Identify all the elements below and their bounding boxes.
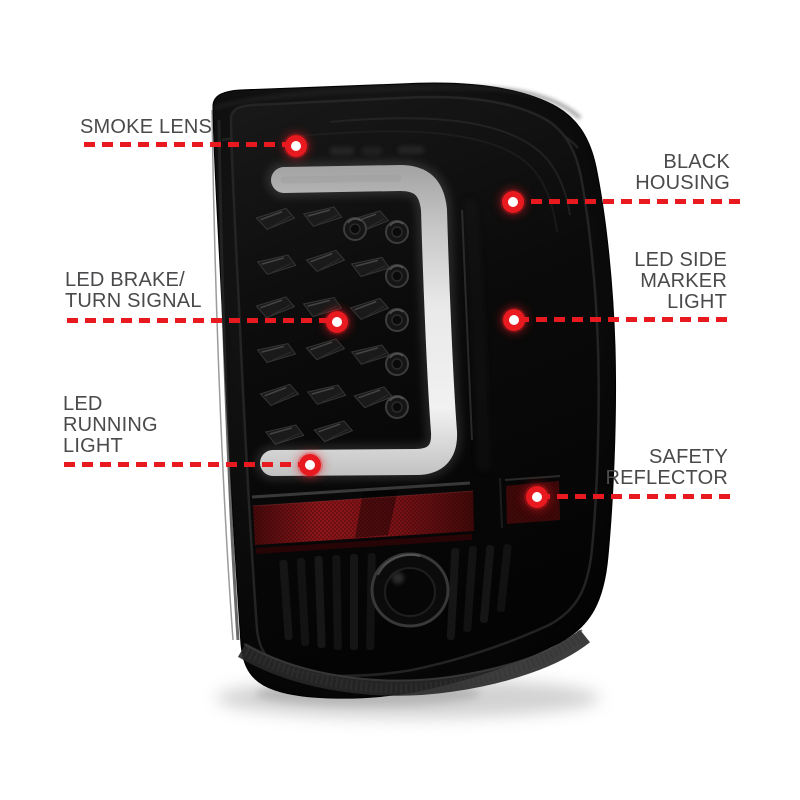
callout-text-line: LIGHT bbox=[63, 435, 123, 457]
callout-dot-smoke-lens bbox=[285, 135, 307, 157]
callout-label-black-housing: BLACK HOUSING bbox=[635, 152, 730, 194]
lens-highlight-line bbox=[251, 475, 561, 499]
callout-label-led-brake-turn-signal: LED BRAKE/ TURN SIGNAL bbox=[65, 270, 202, 312]
callout-text-line: REFLECTOR bbox=[605, 467, 728, 489]
callout-text-line: LED bbox=[63, 393, 103, 415]
callout-text-line: SAFETY bbox=[649, 446, 728, 468]
callout-text-line: LIGHT bbox=[667, 291, 727, 313]
callout-line-led-brake-turn-signal bbox=[67, 318, 329, 323]
embossed-marking bbox=[330, 146, 424, 155]
callout-dot-black-housing bbox=[502, 191, 524, 213]
callout-dot-safety-reflector bbox=[526, 486, 548, 508]
bottom-trim bbox=[237, 629, 590, 696]
callout-text-line: RUNNING bbox=[63, 414, 158, 436]
callout-text-line: MARKER bbox=[640, 270, 727, 292]
callout-dot-led-brake-turn-signal bbox=[326, 311, 348, 333]
callout-text-line: LED BRAKE/ bbox=[65, 269, 185, 291]
callout-label-led-running-light: LED RUNNING LIGHT bbox=[63, 394, 158, 457]
callout-text-line: SMOKE LENS bbox=[80, 116, 213, 138]
callout-line-black-housing bbox=[520, 199, 740, 204]
callout-label-smoke-lens: SMOKE LENS bbox=[80, 117, 212, 138]
callout-dot-led-side-marker-light bbox=[503, 309, 525, 331]
led-light-bar bbox=[255, 160, 473, 481]
callout-line-smoke-lens bbox=[84, 142, 290, 147]
callout-line-led-side-marker-light bbox=[521, 317, 727, 322]
callout-line-led-running-light bbox=[64, 462, 302, 467]
callout-text-line: TURN SIGNAL bbox=[65, 290, 202, 312]
callout-line-safety-reflector bbox=[545, 494, 730, 499]
callout-text-line: LED SIDE bbox=[634, 249, 727, 271]
callout-text-line: HOUSING bbox=[635, 172, 730, 194]
reverse-light-projector bbox=[370, 552, 450, 628]
callout-label-safety-reflector: SAFETY REFLECTOR bbox=[605, 447, 728, 489]
callout-label-led-side-marker-light: LED SIDE MARKER LIGHT bbox=[634, 250, 727, 313]
callout-text-line: BLACK bbox=[663, 151, 730, 173]
reflector-strip bbox=[252, 490, 474, 554]
callout-dot-led-running-light bbox=[299, 454, 321, 476]
